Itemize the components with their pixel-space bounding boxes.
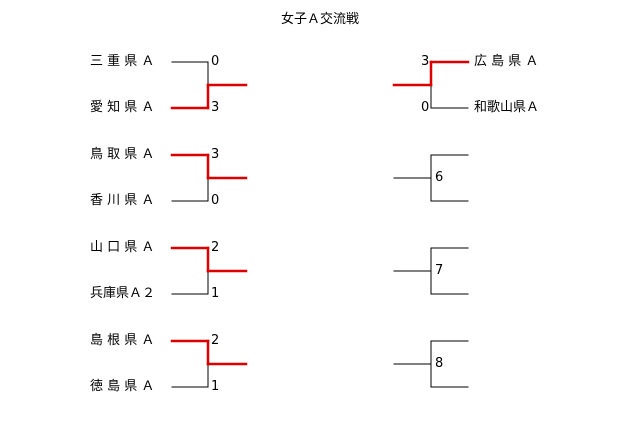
left-match-4-bottom-team: 徳 島 県 Ａ (90, 379, 155, 394)
left-match-1-top-score: 0 (211, 54, 220, 69)
left-match-2-bottom-team: 香 川 県 Ａ (90, 193, 155, 208)
bracket-title: 女子Ａ交流戦 (280, 12, 359, 27)
left-match-1-top-team: 三 重 県 Ａ (90, 54, 155, 69)
left-match-2-bottom-score: 0 (211, 193, 220, 208)
right-match-3-number: 7 (435, 263, 444, 278)
right-match-1-top-team: 広 島 県 Ａ (474, 54, 539, 69)
left-match-2-top-score: 3 (211, 147, 220, 162)
left-match-2-top-team: 鳥 取 県 Ａ (90, 147, 155, 162)
right-match-1-bottom-score: 0 (421, 100, 430, 115)
right-match-1-bottom-team: 和歌山県Ａ (474, 100, 540, 115)
left-match-1-bottom-score: 3 (211, 100, 220, 115)
left-match-4-top-score: 2 (211, 333, 220, 348)
left-match-3-bottom-team: 兵庫県Ａ２ (90, 286, 156, 301)
right-match-1-top-score: 3 (421, 54, 430, 69)
left-match-3-top-score: 2 (211, 240, 220, 255)
left-match-1-bottom-team: 愛 知 県 Ａ (90, 100, 155, 115)
left-match-4-top-team: 島 根 県 Ａ (90, 333, 155, 348)
right-match-4-number: 8 (435, 356, 444, 371)
left-match-4-bottom-score: 1 (211, 379, 220, 394)
right-match-2-number: 6 (435, 170, 444, 185)
left-match-3-bottom-score: 1 (211, 286, 220, 301)
left-match-3-top-team: 山 口 県 Ａ (90, 240, 155, 255)
